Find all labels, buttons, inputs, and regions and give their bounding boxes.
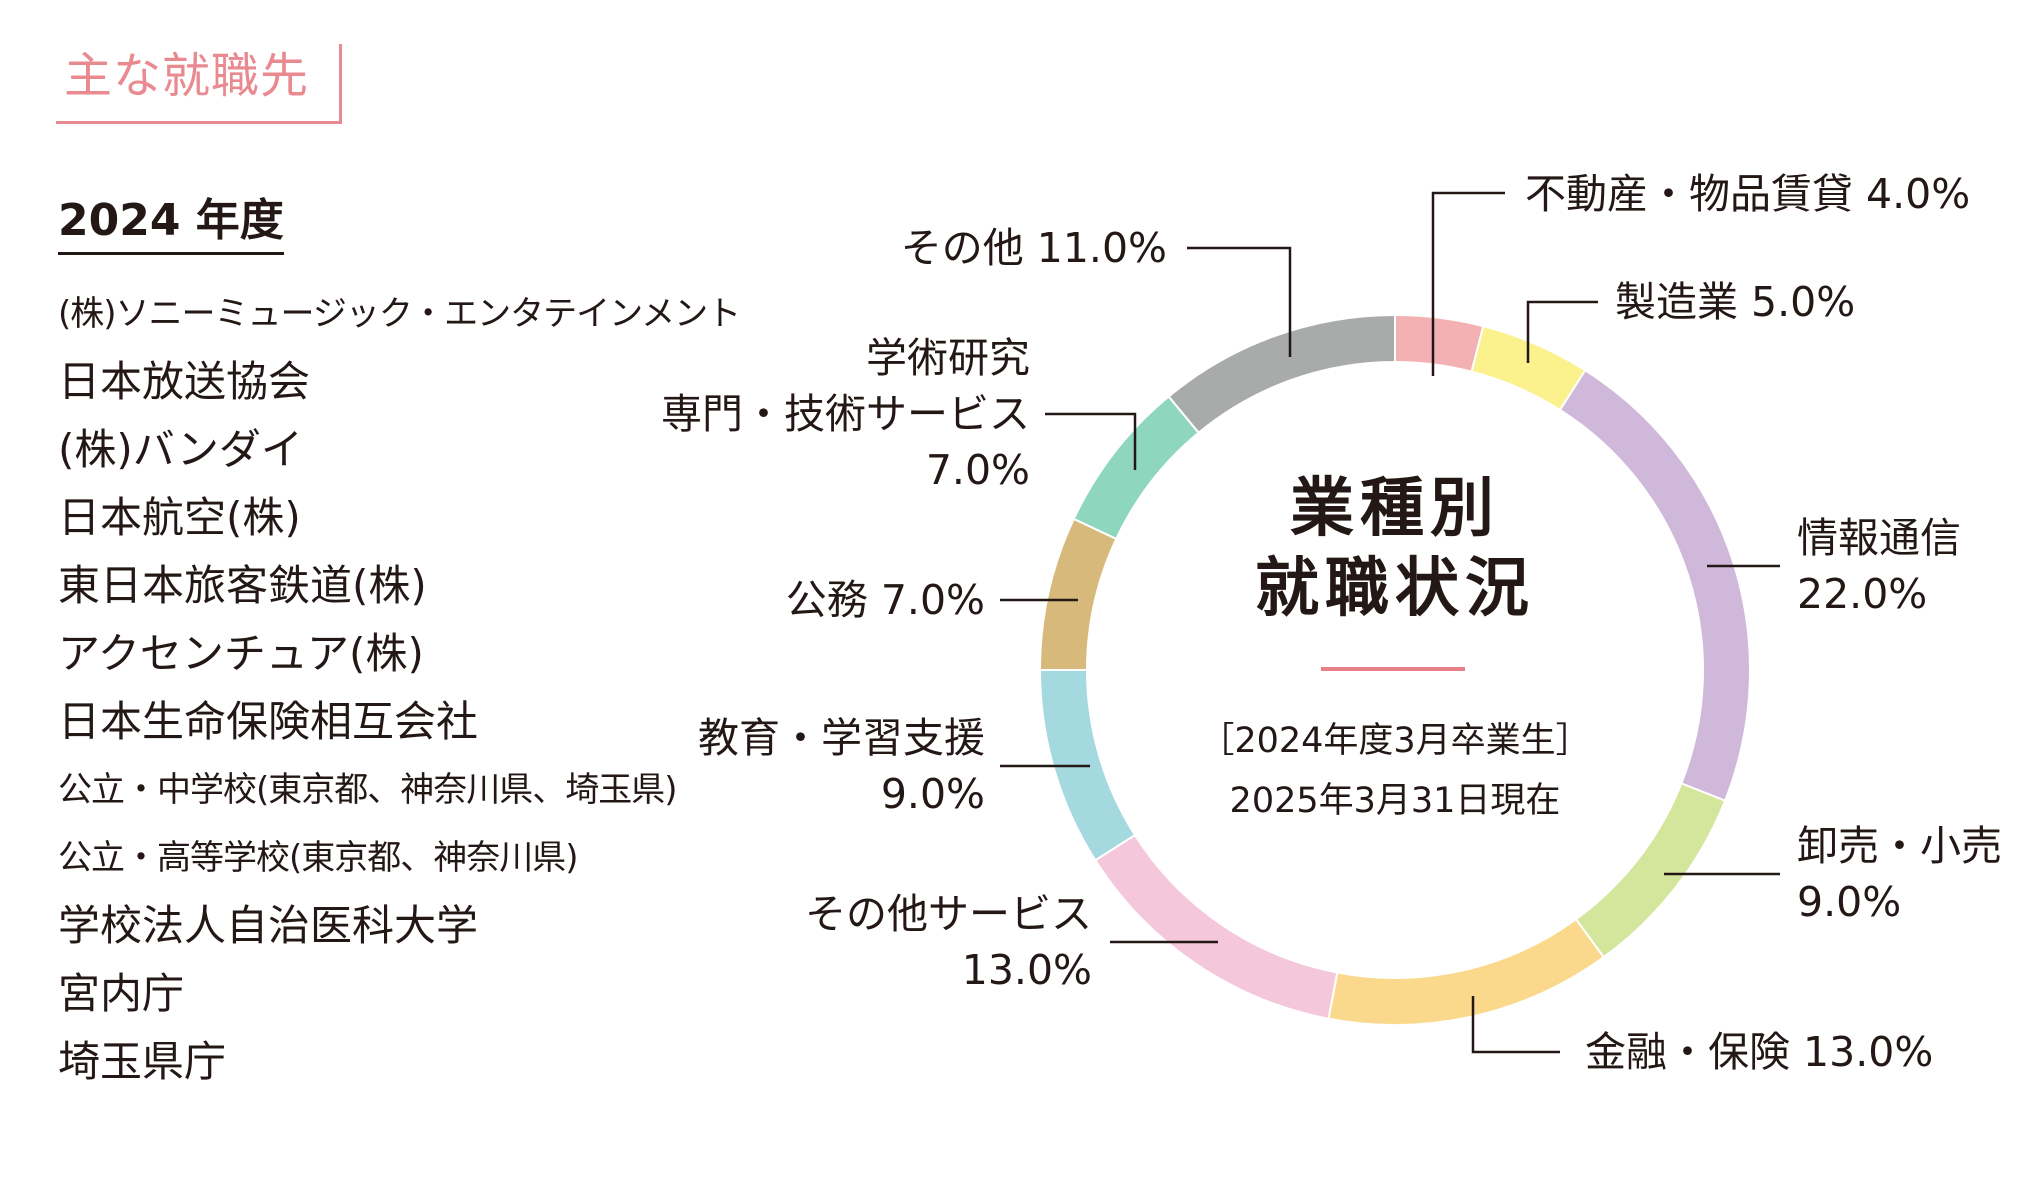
slice-label: 7.0% (926, 446, 1030, 494)
slice-label: 9.0% (881, 770, 985, 818)
donut-slice (1093, 833, 1339, 1020)
center-subtitle-line-1: ［2024年度3月卒業生］ (1199, 721, 1590, 761)
center-subtitle-line-2: 2025年3月31日現在 (1230, 781, 1561, 821)
donut-slice (1394, 313, 1485, 373)
company-item: 公立・高等学校(東京都、神奈川県) (58, 838, 579, 878)
company-item: (株)ソニーミュージック・エンタテインメント (58, 294, 741, 334)
slice-label: その他サービス (805, 890, 1092, 938)
company-item: 日本航空(株) (58, 493, 301, 542)
year-title: 2024 年度 (58, 192, 284, 255)
slice-label: 公務 7.0% (786, 576, 985, 624)
company-item: 東日本旅客鉄道(株) (58, 561, 427, 610)
section-title: 主な就職先 (56, 44, 343, 124)
slice-label: 金融・保険 13.0% (1585, 1028, 1933, 1076)
slice-label: 製造業 5.0% (1615, 278, 1855, 326)
slice-label: 教育・学習支援 (698, 714, 985, 762)
center-rule (1321, 667, 1465, 671)
company-item: (株)バンダイ (58, 425, 303, 474)
slice-label: 専門・技術サービス (661, 390, 1030, 438)
company-item: 日本生命保険相互会社 (58, 697, 479, 746)
donut-slice (1574, 782, 1727, 959)
slice-label: 13.0% (962, 946, 1092, 994)
company-item: 宮内庁 (58, 969, 185, 1018)
slice-label: 卸売・小売 (1797, 822, 2002, 870)
center-title-line-2: 就職状況 (1255, 552, 1535, 626)
leader-lines (1000, 191, 1780, 1054)
company-list: (株)ソニーミュージック・エンタテインメント 日本放送協会 (株)バンダイ 日本… (58, 280, 741, 1096)
leader-line (1471, 996, 1560, 1054)
company-item: 日本放送協会 (58, 357, 311, 406)
slice-label: 不動産・物品賃貸 4.0% (1525, 170, 1970, 218)
slice-label: その他 11.0% (901, 224, 1167, 272)
leader-line (1187, 246, 1292, 357)
leader-line (1431, 191, 1505, 376)
donut-slice (1038, 517, 1118, 671)
leader-line (1045, 412, 1137, 470)
slice-label: 22.0% (1797, 570, 1927, 618)
leader-line (1526, 300, 1598, 363)
company-item: 埼玉県庁 (58, 1037, 227, 1086)
donut-slice (1167, 313, 1396, 435)
company-item: 学校法人自治医科大学 (58, 901, 479, 950)
center-title-line-1: 業種別 (1290, 472, 1500, 546)
company-item: アクセンチュア(株) (58, 629, 424, 678)
company-item: 公立・中学校(東京都、神奈川県、埼玉県) (58, 770, 678, 810)
slice-label: 9.0% (1797, 878, 1901, 926)
donut-slice (1327, 917, 1606, 1026)
slice-label: 学術研究 (866, 334, 1030, 382)
segment-labels: 不動産・物品賃貸 4.0% 製造業 5.0% 情報通信 22.0% 卸売・小売 9.0% 金… (661, 170, 2002, 1076)
slice-label: 情報通信 (1797, 514, 1961, 562)
